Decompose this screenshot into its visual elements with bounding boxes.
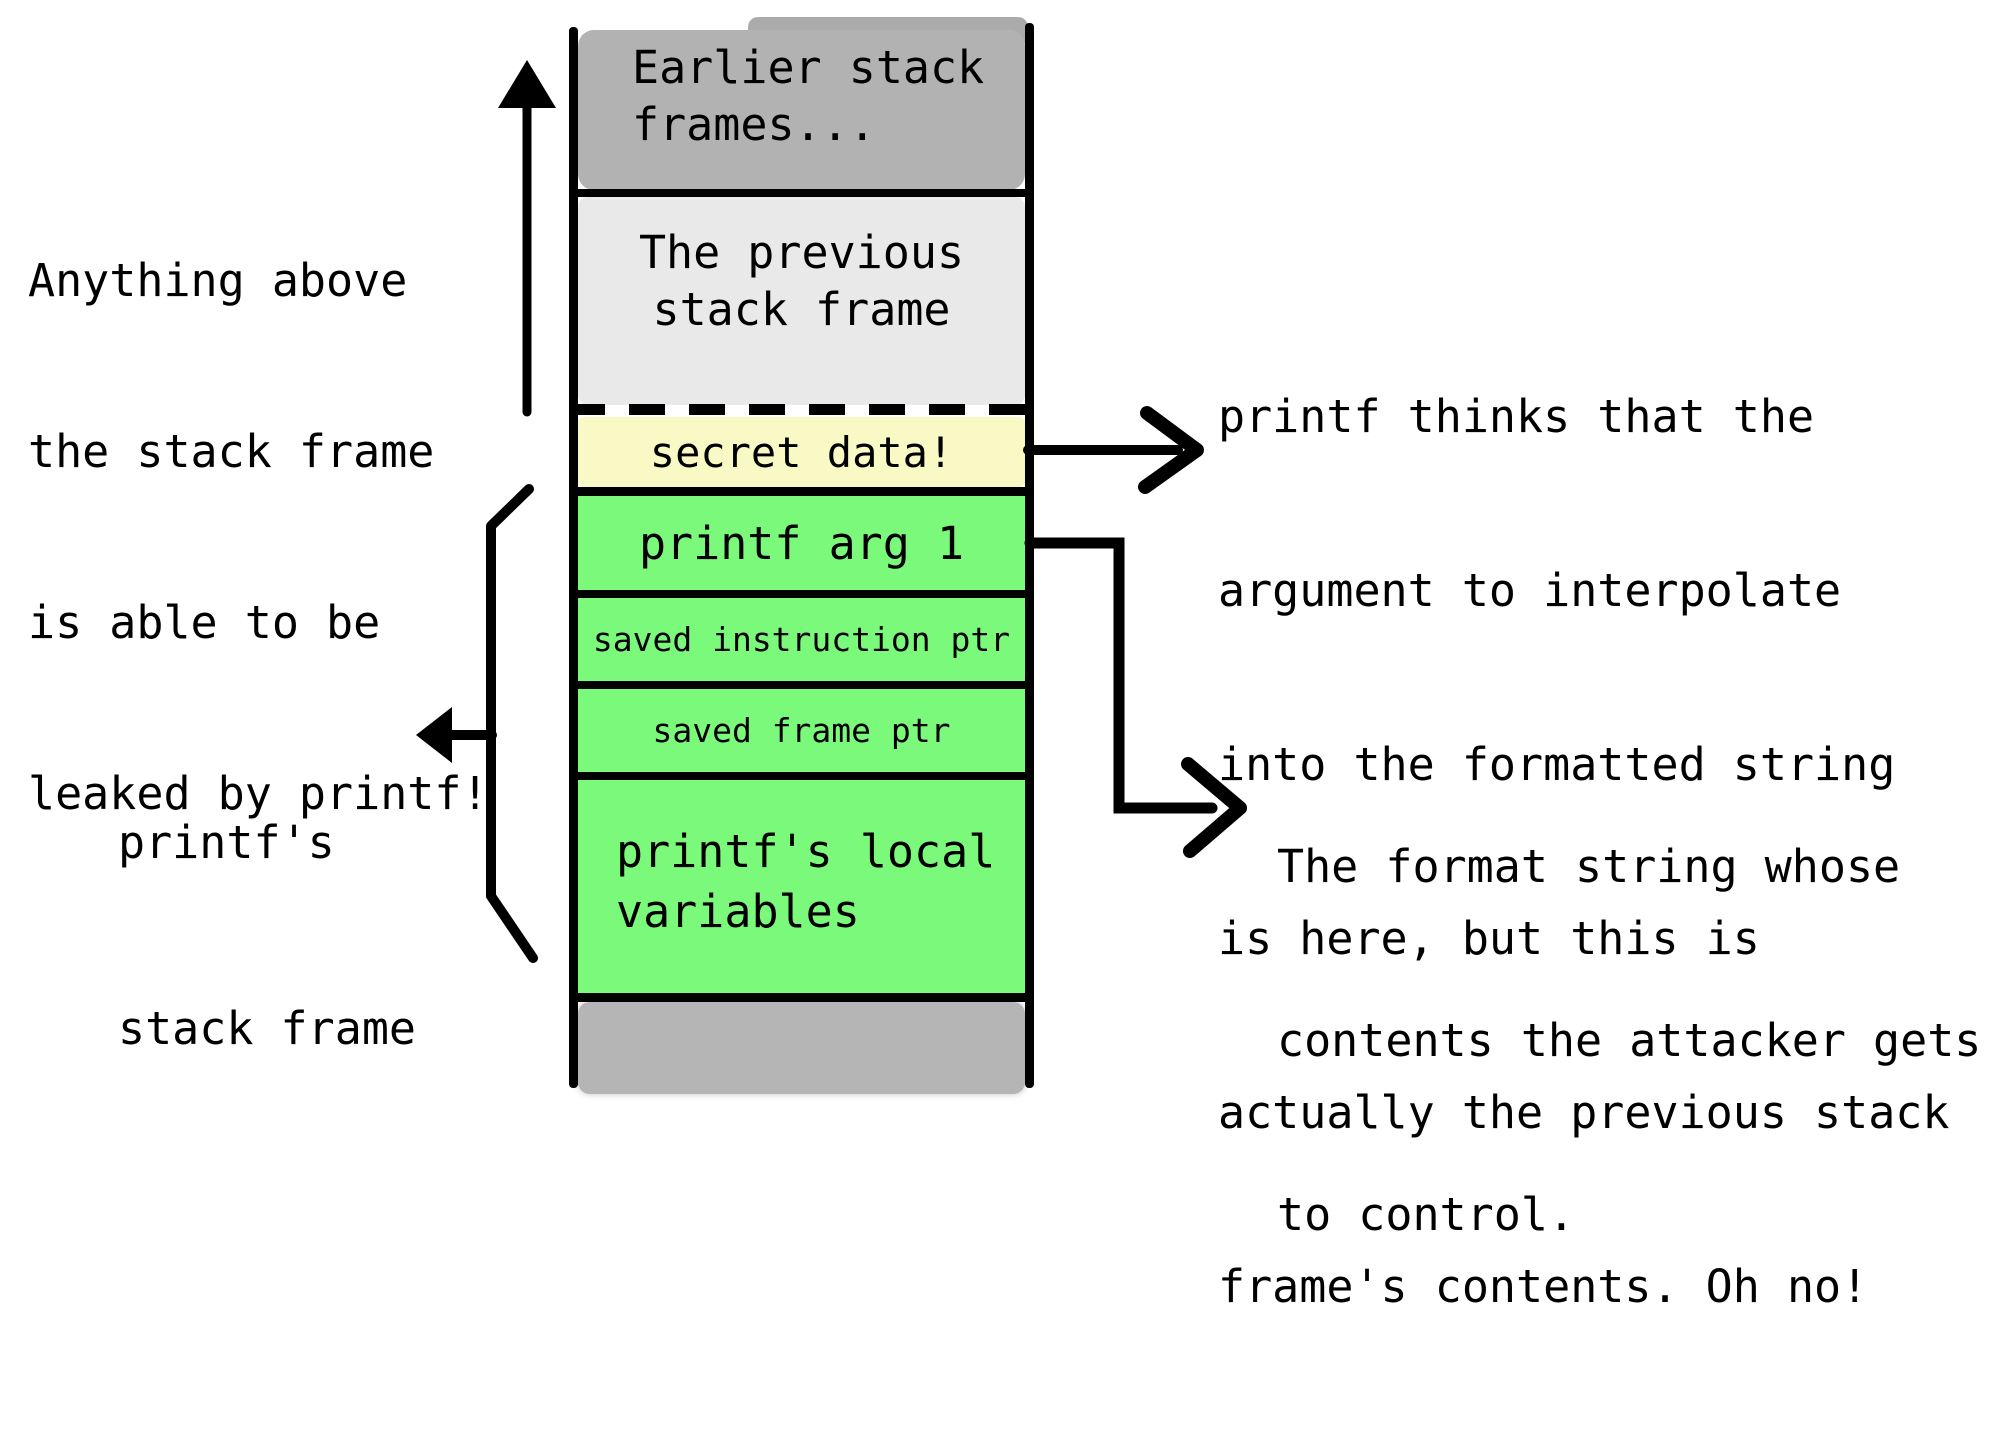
format-string-arrow-icon [1024, 537, 1247, 858]
format-note-line: contents the attacker gets [1277, 1014, 1982, 1067]
previous-frame-line: stack frame [652, 283, 951, 336]
leak-note-line: Anything above [28, 254, 408, 307]
format-string-note: The format string whose contents the att… [1277, 722, 1981, 1360]
earlier-frames-line: Earlier stack [632, 41, 985, 94]
secret-data-label: secret data! [649, 427, 954, 477]
stack-box-earlier-frames: Earlier stack frames... [578, 30, 1025, 190]
interpolate-note-line: printf thinks that the [1218, 390, 1815, 443]
stack-frame-bracket [486, 484, 538, 963]
separator [569, 681, 1034, 689]
stack-box-saved-frame-ptr: saved frame ptr [578, 689, 1025, 772]
frame-boundary-dashed-line [569, 404, 1034, 415]
stack-left-border [569, 27, 578, 1088]
saved-instruction-ptr-label: saved instruction ptr [592, 620, 1011, 659]
format-note-line: The format string whose [1277, 840, 1901, 893]
printf-locals-line: variables [616, 885, 860, 938]
interpolate-note-line: argument to interpolate [1218, 564, 1842, 617]
up-arrow-icon [498, 60, 556, 417]
leak-note-line: is able to be [28, 596, 381, 649]
printf-arg1-label: printf arg 1 [638, 516, 965, 570]
separator [569, 590, 1034, 598]
diagram-canvas: Anything above the stack frame is able t… [28, 17, 1981, 1313]
separator [569, 993, 1034, 1002]
interpolate-note-line: into the formatted string [1218, 738, 1896, 791]
stack-box-previous-frame: The previous stack frame [578, 197, 1025, 405]
printf-locals-line: printf's local [616, 825, 996, 878]
stack-box-secret-data: secret data! [578, 417, 1025, 487]
frame-label-line: printf's [118, 816, 335, 869]
separator [569, 487, 1034, 496]
printf-stack-frame-label: printf's stack frame [118, 688, 416, 1184]
interpolate-note-line: is here, but this is [1218, 912, 1760, 965]
previous-frame-line: The previous [638, 226, 965, 279]
leak-note-line: leaked by printf! [28, 767, 489, 820]
earlier-frames-line: frames... [632, 98, 876, 151]
stack-box-saved-instruction-ptr: saved instruction ptr [578, 598, 1025, 681]
secret-data-arrow-icon [1023, 406, 1204, 494]
leak-note-line: the stack frame [28, 425, 435, 478]
frame-label-line: stack frame [118, 1002, 417, 1055]
stack-box-printf-locals: printf's local variables [578, 780, 1025, 993]
separator [569, 772, 1034, 780]
stack-box-below-frame [578, 1002, 1025, 1094]
format-note-line: to control. [1277, 1188, 1576, 1241]
saved-frame-ptr-label: saved frame ptr [652, 711, 951, 750]
stack-box-printf-arg1: printf arg 1 [578, 496, 1025, 590]
stack-right-border [1025, 23, 1034, 1088]
separator [569, 189, 1034, 197]
leak-note: Anything above the stack frame is able t… [28, 138, 489, 936]
